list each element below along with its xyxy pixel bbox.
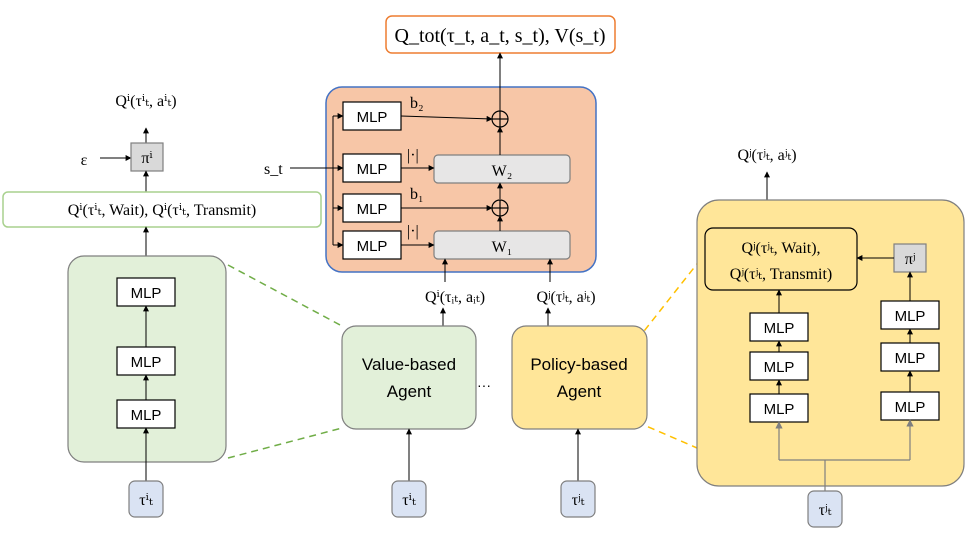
policy-agent: Qʲ(τʲₜ, aʲₜ) Policy-based Agent τʲₜ xyxy=(511,289,648,518)
policy-mlp-right-bottom xyxy=(880,391,940,421)
policy-mlp-left-bottom xyxy=(749,393,809,423)
value-link-bottom xyxy=(227,427,343,459)
policy-agent-input-label: τʲₜ xyxy=(572,492,585,509)
value-mlp-mid-label: MLP xyxy=(131,354,162,371)
agents-ellipsis: ··· xyxy=(477,377,491,393)
policy-agent-input-box xyxy=(560,480,596,518)
value-agent-name-line2: Agent xyxy=(387,382,432,401)
value-detail-connectors xyxy=(227,264,343,459)
epsilon-label: ε xyxy=(81,152,88,169)
policy-q-line1: Qʲ(τʲₜ, Wait), xyxy=(741,240,820,257)
policy-agent-box xyxy=(511,325,648,430)
value-mlp-top xyxy=(116,277,176,307)
value-agent-input-box xyxy=(391,480,427,518)
value-agent-input-label: τⁱₜ xyxy=(402,492,416,509)
abs-label-top: |·| xyxy=(407,147,419,164)
value-agent: Qⁱ(τᵢₜ, aᵢₜ) Value-based Agent τⁱₜ xyxy=(341,289,485,518)
state-input-label: s_t xyxy=(264,161,283,178)
policy-mlp-left-top-label: MLP xyxy=(764,320,795,337)
value-q-vector-label: Qⁱ(τⁱₜ, Wait), Qⁱ(τⁱₜ, Transmit) xyxy=(68,202,256,219)
mixer-mlp-3-label: MLP xyxy=(357,201,388,218)
policy-mlp-right-mid-label: MLP xyxy=(895,350,926,367)
value-agent-box xyxy=(341,325,477,430)
w1-label: W₁ xyxy=(492,239,513,256)
mixer-mlp-2-label: MLP xyxy=(357,161,388,178)
value-mlp-mid xyxy=(116,346,176,376)
policy-pi-label: πʲ xyxy=(905,251,916,268)
value-mlp-top-label: MLP xyxy=(131,285,162,302)
value-detail-q-top: Qⁱ(τⁱₜ, aⁱₜ) xyxy=(115,93,176,110)
value-detail-input-box xyxy=(128,480,164,518)
b2-label: b₂ xyxy=(410,95,424,112)
w2-label: W₂ xyxy=(492,163,513,180)
policy-detail-input-label: τʲₜ xyxy=(819,502,832,519)
policy-mlp-left-bottom-label: MLP xyxy=(764,401,795,418)
abs-label-bottom: |·| xyxy=(407,223,419,240)
value-pi-box xyxy=(130,142,164,172)
policy-link-bottom xyxy=(636,421,698,449)
policy-detail: Qʲ(τʲₜ, aʲₜ) Qʲ(τʲₜ, Wait), Qʲ(τʲₜ, Tran… xyxy=(696,147,965,528)
policy-mlp-right-top-label: MLP xyxy=(895,308,926,325)
policy-agent-name-line1: Policy-based xyxy=(530,355,627,374)
value-detail-input-label: τⁱₜ xyxy=(139,492,153,509)
value-mlp-bottom xyxy=(116,399,176,429)
mixing-network: Q_tot(τ_t, a_t, s_t), V(s_t) MLP MLP MLP… xyxy=(264,15,616,282)
policy-mlp-left-mid-label: MLP xyxy=(764,359,795,376)
value-link-top xyxy=(227,264,343,327)
value-agent-name-line1: Value-based xyxy=(362,355,456,374)
value-q-vector-box xyxy=(2,191,322,228)
value-pi-label: πⁱ xyxy=(141,150,152,167)
mixer-output-label: Q_tot(τ_t, a_t, s_t), V(s_t) xyxy=(395,25,606,47)
value-detail: Qⁱ(τⁱₜ, aⁱₜ) ε πⁱ Qⁱ(τⁱₜ, Wait), Qⁱ(τⁱₜ,… xyxy=(2,93,322,518)
policy-agent-name-line2: Agent xyxy=(557,382,602,401)
value-mlp-bottom-label: MLP xyxy=(131,407,162,424)
mixer-mlp-4-label: MLP xyxy=(357,238,388,255)
policy-mlp-right-top xyxy=(880,300,940,330)
b1-label: b₁ xyxy=(410,186,424,203)
policy-mlp-right-bottom-label: MLP xyxy=(895,399,926,416)
policy-mlp-left-mid xyxy=(749,351,809,381)
policy-pi-box xyxy=(893,243,927,273)
policy-detail-input-box xyxy=(807,490,843,528)
mixer-mlp-1-label: MLP xyxy=(357,109,388,126)
policy-mlp-right-mid xyxy=(880,342,940,372)
value-agent-q-out: Qⁱ(τᵢₜ, aᵢₜ) xyxy=(425,289,485,306)
policy-agent-q-out: Qʲ(τʲₜ, aʲₜ) xyxy=(536,289,595,306)
policy-q-line2: Qʲ(τʲₜ, Transmit) xyxy=(730,266,832,283)
policy-detail-q-top: Qʲ(τʲₜ, aʲₜ) xyxy=(737,147,796,164)
policy-detail-connectors xyxy=(636,249,709,449)
